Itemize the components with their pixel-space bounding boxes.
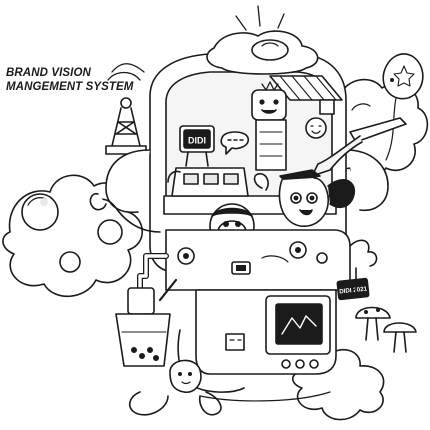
left-arm [89, 192, 161, 233]
box-character [251, 81, 287, 171]
right-plant [349, 239, 378, 293]
ground [199, 391, 331, 402]
radio-tower [105, 63, 147, 155]
drink-cup [115, 278, 178, 367]
speech-bubble [220, 131, 249, 155]
bottom-mascot [128, 359, 222, 416]
fried-egg [206, 5, 319, 75]
left-cloud [2, 174, 143, 298]
brand-title-line-1: BRAND VISION [6, 67, 91, 79]
toy-train [167, 167, 249, 197]
lower-machine [165, 229, 351, 291]
balloon [382, 53, 424, 161]
pipe-faucet [137, 253, 169, 293]
didi-sign: DIDI [179, 125, 215, 167]
dog-character [253, 169, 355, 227]
mushrooms [355, 306, 417, 353]
brand-title-line-2: MANGEMENT SYSTEM [6, 81, 134, 93]
monitor [265, 295, 331, 369]
brand-title: BRAND VISION MANGEMENT SYSTEM [6, 66, 133, 94]
tag-label: DIDI 2021 [339, 285, 368, 295]
smiley-bubble [305, 117, 327, 139]
rocket [311, 117, 407, 177]
year-tag: DIDI 2021 [336, 277, 370, 301]
sign-label: DIDI [188, 136, 206, 146]
